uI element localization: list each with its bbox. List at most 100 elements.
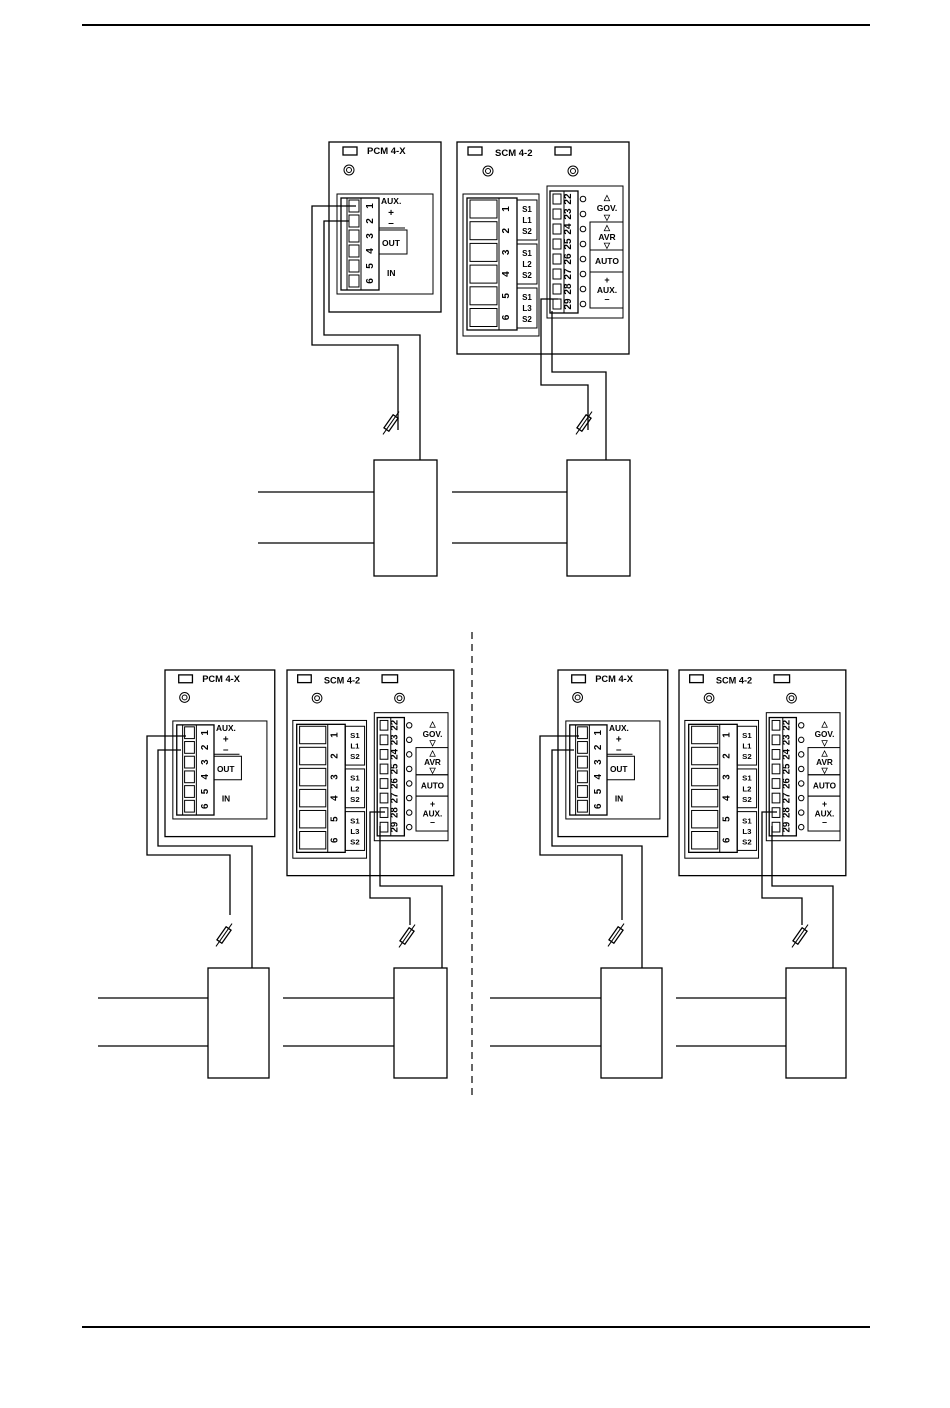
scm-control-screw — [406, 794, 413, 802]
scm-phase-label: S1 — [350, 731, 360, 740]
scm-led-slot — [689, 674, 704, 684]
scm-phase-label: S1 — [742, 731, 752, 740]
scm-control-number: 26 — [563, 253, 574, 265]
scm-control-number: 23 — [563, 208, 574, 220]
scm-ct-slot — [691, 767, 719, 787]
scm-led-slot — [297, 674, 312, 684]
scm-control-number: 25 — [563, 238, 574, 250]
pcm-out-box — [378, 229, 408, 255]
pcm-terminal-slot — [184, 726, 195, 740]
scm-ct-number: 3 — [501, 249, 512, 255]
scm-phase-label: L2 — [742, 784, 751, 793]
scm-phase-label: S2 — [522, 315, 532, 324]
scm-minus-sign: – — [604, 294, 609, 304]
scm-phase-label: S2 — [350, 795, 359, 804]
scm-title: SCM 4-2 — [716, 676, 752, 686]
scm-phase-label: S1 — [350, 816, 360, 825]
pcm-terminal-slot — [184, 770, 195, 784]
pcm-wire-return — [323, 220, 421, 460]
scm-control-screw — [406, 722, 413, 729]
pcm-terminal-number: 6 — [200, 803, 211, 809]
pcm-aux-label: AUX. — [609, 723, 629, 733]
scm-control-number: 25 — [782, 763, 793, 774]
scm-ct-number: 6 — [329, 837, 340, 843]
scm-phase-label: L1 — [742, 742, 752, 751]
pcm-in-label: IN — [615, 793, 623, 803]
scm-control-slot — [771, 792, 781, 804]
scm-aux-box — [415, 795, 449, 832]
scm-ct-slot — [299, 746, 327, 766]
scm-phase-label: L2 — [522, 260, 532, 269]
pcm-terminal-number: 2 — [593, 744, 604, 750]
scm-control-number: 28 — [782, 807, 793, 818]
scm-screw — [482, 165, 494, 177]
transducer-box — [785, 967, 847, 1079]
scm-phase-box — [736, 768, 758, 809]
scm-gov-label: GOV. — [423, 730, 443, 739]
scm-ct-number: 4 — [501, 271, 512, 277]
pcm-screw-inner — [181, 694, 188, 701]
fuse-lead — [607, 923, 625, 947]
scm-control-screw — [798, 809, 805, 816]
scm-panel — [456, 141, 630, 355]
scm-title: SCM 4-2 — [495, 148, 532, 159]
pcm-title: PCM 4-X — [595, 674, 634, 684]
scm-up-arrow: △ — [603, 223, 611, 232]
pcm-terminal-slot — [577, 741, 588, 754]
pcm-minus-sign: – — [223, 744, 229, 755]
scm-control-number: 27 — [782, 793, 793, 804]
scm-control-slot — [379, 778, 389, 789]
scm-gov-label: GOV. — [597, 203, 617, 213]
scm-down-arrow: ▽ — [429, 739, 437, 748]
scm-ct-slot — [469, 199, 498, 219]
scm-ct-slot — [299, 767, 327, 787]
scm-control-slot — [379, 734, 389, 746]
scm-phase-box — [736, 725, 758, 766]
scm-ct-number: 4 — [721, 795, 732, 801]
scm-up-arrow: △ — [429, 719, 437, 728]
scm-control-screw — [798, 722, 805, 729]
scm-ct-panel — [292, 719, 368, 859]
pcm-in-label: IN — [222, 793, 230, 803]
fuse-symbol — [607, 923, 625, 947]
pcm-terminal-number: 3 — [365, 233, 376, 239]
scm-ct-slot — [469, 242, 498, 262]
scm-control-screw — [406, 765, 413, 773]
scm-down-arrow: ▽ — [603, 241, 611, 250]
pcm-in-label: IN — [387, 268, 396, 278]
pcm-screw — [179, 692, 191, 703]
scm-phase-label: S1 — [522, 205, 532, 214]
scm-wire-return — [771, 826, 834, 968]
scm-ct-slot — [691, 831, 719, 850]
scm-auto-label: AUTO — [813, 781, 837, 790]
scm-screw — [567, 165, 579, 177]
scm-ct-slot — [691, 788, 719, 808]
scm-control-number: 22 — [782, 720, 793, 731]
scm-ct-slot — [469, 308, 498, 327]
scm-control-slot — [771, 778, 781, 789]
scm-control-number: 26 — [390, 777, 401, 788]
pcm-wire-signal — [539, 735, 623, 920]
scm-aux-label: AUX. — [423, 809, 443, 818]
scm-screw-inner — [314, 695, 320, 702]
scm-control-number: 26 — [782, 777, 793, 788]
scm-wire-return — [379, 826, 443, 968]
pcm-out-label: OUT — [217, 764, 235, 774]
pcm-screw — [572, 692, 583, 703]
scm-up-arrow: △ — [429, 748, 437, 757]
scm-control-number: 24 — [563, 223, 574, 235]
scm-control-number: 24 — [390, 748, 401, 759]
pcm-terminal-slot — [184, 785, 195, 798]
pcm-terminal-number: 2 — [365, 218, 376, 224]
scm-phase-label: L2 — [350, 784, 359, 793]
scm-ct-slot — [299, 788, 327, 808]
pcm-terminal-slot — [577, 799, 588, 813]
scm-screw — [311, 692, 323, 704]
scm-avr-label: AVR — [598, 232, 615, 242]
pcm-terminal-slot — [348, 229, 360, 243]
scm-up-arrow: △ — [821, 719, 829, 728]
scm-ct-slot — [469, 264, 498, 284]
pcm-terminal-slot — [348, 274, 360, 288]
